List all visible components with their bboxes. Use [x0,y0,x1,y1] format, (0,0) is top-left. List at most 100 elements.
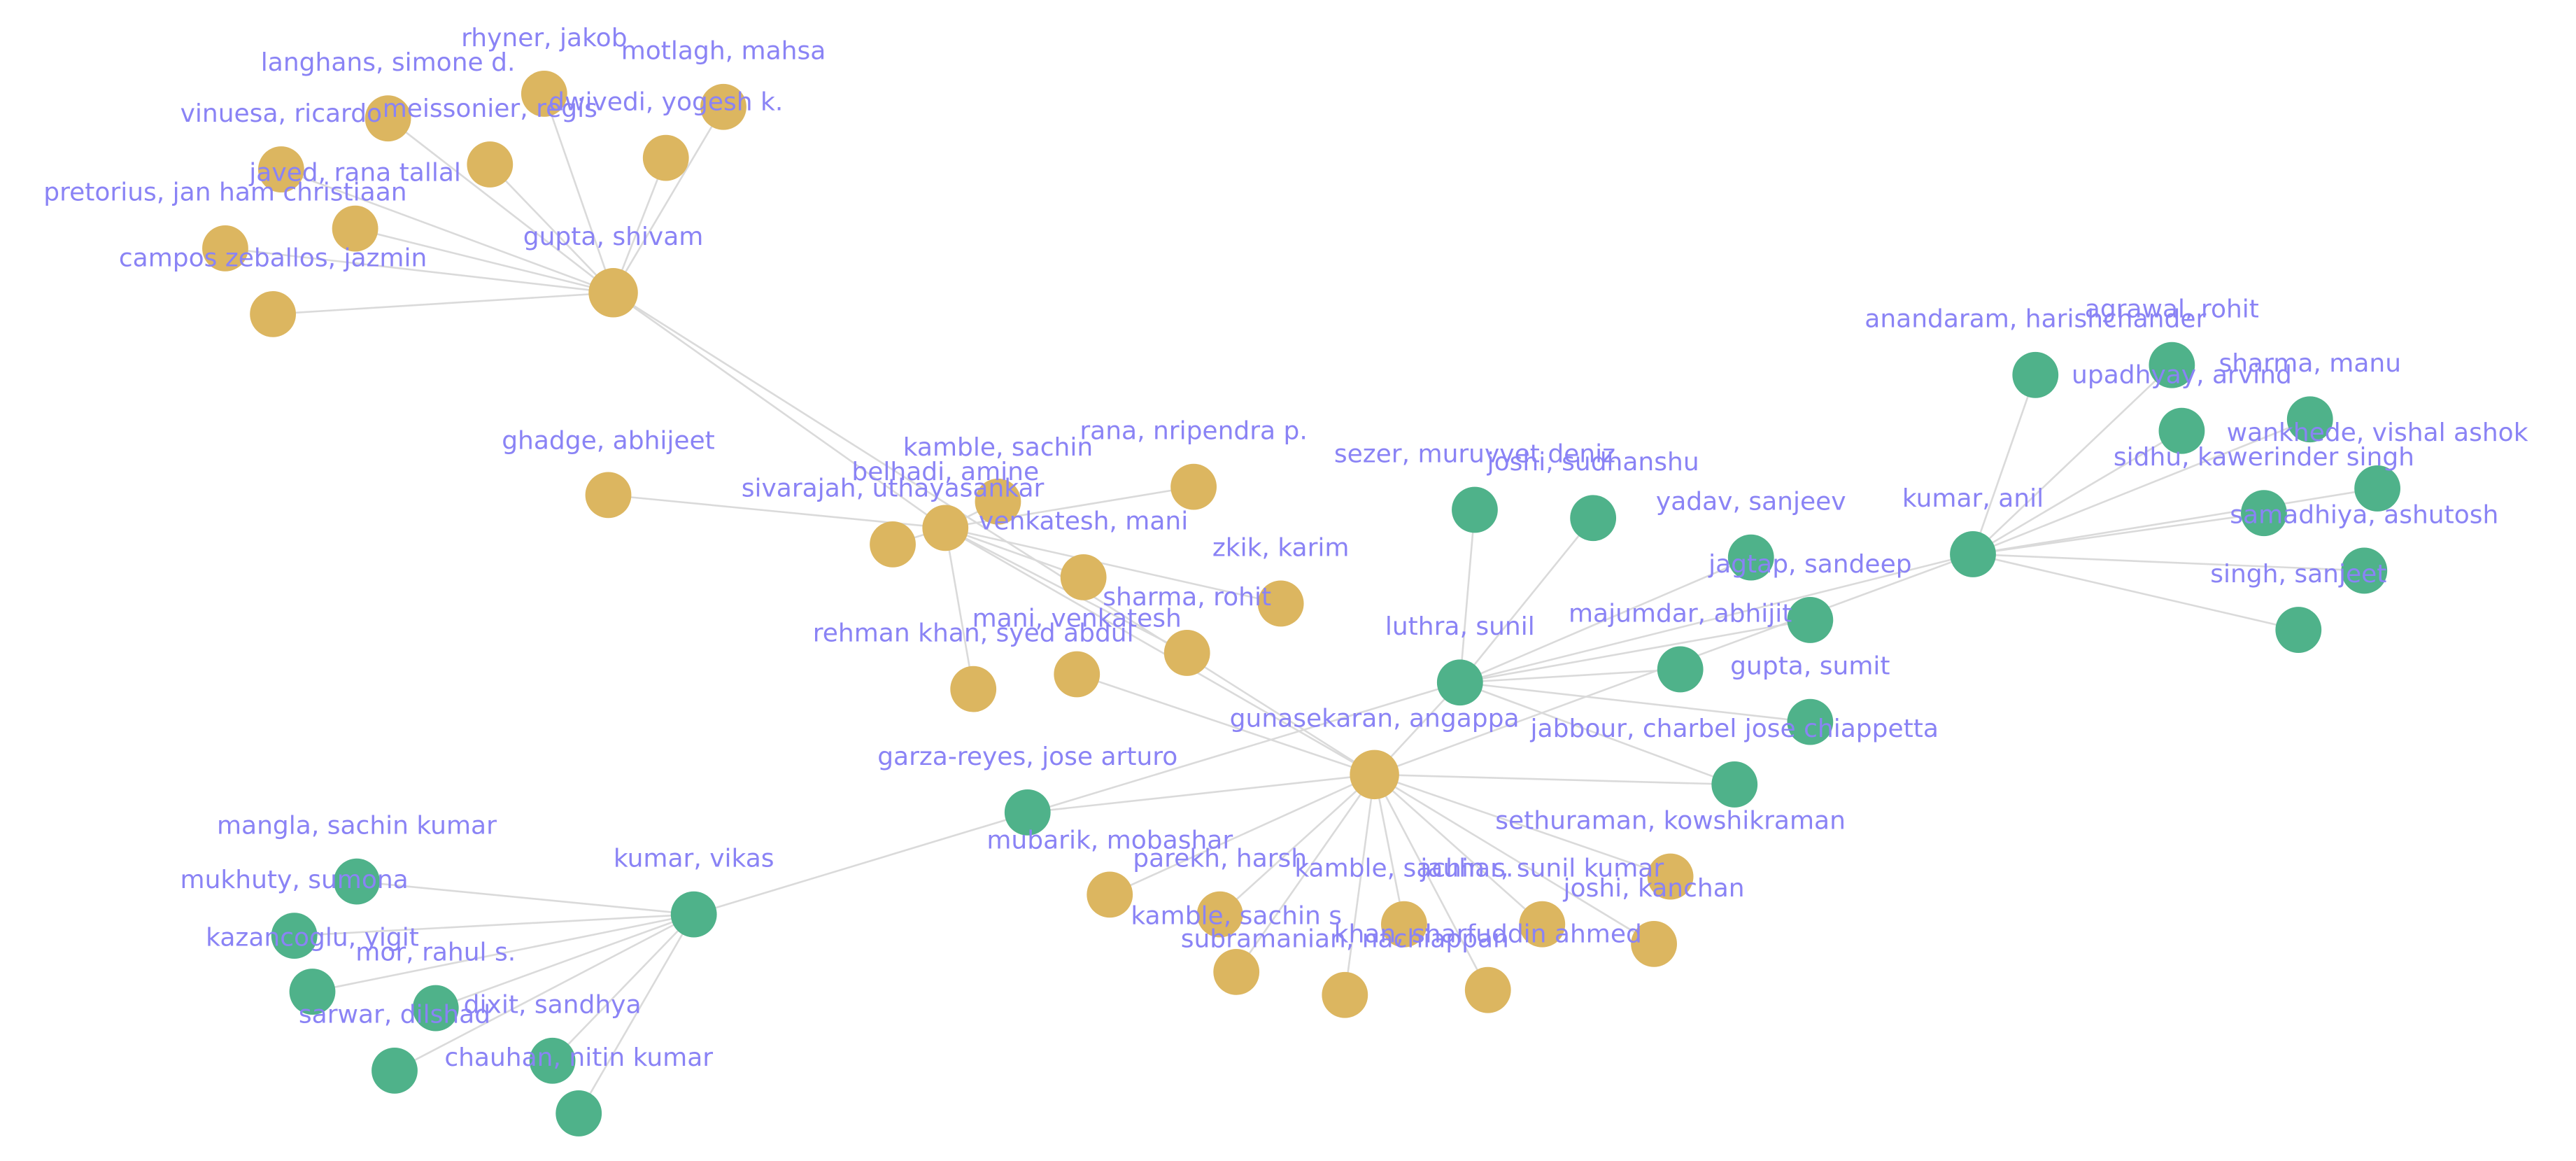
node-label-sethuraman: sethuraman, kowshikraman [1495,806,1846,835]
node-sarwar[interactable] [371,1047,418,1094]
node-yadav[interactable] [1727,534,1774,581]
node-sharma_manu[interactable] [2286,396,2333,443]
node-label-kumar_anil: kumar, anil [1902,484,2044,513]
node-dwivedi[interactable] [642,134,689,181]
edge-luthra-sezer [1459,509,1476,683]
node-mukhuty[interactable] [271,913,318,959]
node-dixit[interactable] [529,1037,576,1084]
node-chauhan[interactable] [555,1090,602,1137]
node-rhyner[interactable] [521,71,567,117]
node-kamble_sachin_s[interactable] [1213,948,1260,995]
edge-kumar_anil-wankhede [1972,487,2378,556]
node-rehman[interactable] [950,666,997,712]
node-upadhyay[interactable] [2158,407,2205,454]
node-jagtap[interactable] [1787,597,1834,643]
node-label-rehman: rehman khan, syed abdul [813,619,1134,648]
node-ghadge[interactable] [585,472,632,519]
edge-kumar_vikas-mor [435,913,695,1009]
node-joshi_kanchan[interactable] [1631,921,1678,967]
node-parekh[interactable] [1196,891,1243,938]
node-label-rana: rana, nripendra p. [1080,416,1308,445]
node-label-mor: mor, rahul s. [355,938,516,966]
node-jauhar[interactable] [1519,901,1566,948]
node-campos[interactable] [250,290,296,337]
node-label-campos: campos zeballos, jazmin [119,244,427,273]
node-gupta_sumit[interactable] [1787,698,1834,745]
node-mor[interactable] [412,985,459,1032]
node-label-khan_sharfuddin: khan, sharfuddin ahmed [1334,920,1642,949]
node-label-dixit: dixit, sandhya [464,991,642,1020]
node-label-upadhyay: upadhyay, arvind [2072,361,2292,390]
node-mani_venkatesh[interactable] [1054,651,1101,698]
edge-gupta_shivam-campos [273,292,614,316]
node-wankhede[interactable] [2354,465,2401,512]
node-sivarajah[interactable] [870,521,916,568]
node-sethuraman[interactable] [1647,853,1694,900]
edge-gupta_shivam-rhyner [543,93,614,293]
edge-luthra-yadav [1459,556,1752,684]
node-gunasekaran[interactable] [1350,750,1399,800]
node-kumar_anil[interactable] [1950,531,1996,577]
edge-luthra-joshi_sudhanshu [1459,517,1594,684]
edge-luthra-jabbour [1459,682,1735,786]
node-label-kazancoglu: kazancoglu, yigit [206,923,419,952]
edge-kumar_vikas-kazancoglu [312,913,694,993]
node-venkatesh[interactable] [1060,554,1107,600]
node-zkik[interactable] [1257,580,1304,627]
node-label-gupta_sumit: gupta, sumit [1730,652,1890,681]
node-label-javed: javed, rana tallal [248,159,461,188]
node-langhans[interactable] [365,95,411,142]
node-mangla[interactable] [334,858,380,905]
node-anandaram[interactable] [2012,351,2059,398]
node-label-gunasekaran: gunasekaran, angappa [1230,705,1520,733]
node-label-sivarajah: sivarajah, uthayasankar [742,474,1045,503]
node-belhadi[interactable] [922,505,969,551]
node-kamble_sachin_s2[interactable] [1381,901,1427,948]
edge-gunasekaran-khan_sharfuddin [1373,774,1489,991]
node-label-sarwar: sarwar, dilshad [299,1001,490,1029]
node-sezer[interactable] [1452,486,1498,533]
node-singh[interactable] [2275,607,2322,653]
node-jabbour[interactable] [1711,761,1758,808]
node-rana[interactable] [1170,463,1217,510]
edge-gunasekaran-parekh [1219,773,1375,915]
node-kazancoglu[interactable] [289,969,336,1015]
node-label-mukhuty: mukhuty, sumona [181,866,409,894]
node-pretorius[interactable] [202,225,248,272]
edge-kumar_anil-samadhiya [1972,553,2365,572]
edge-gunasekaran-kamble_sachin_s2 [1373,774,1406,924]
node-subramanian[interactable] [1322,971,1368,1018]
node-mubarik[interactable] [1087,871,1133,918]
edge-kumar_vikas-chauhan [578,913,695,1114]
node-vinuesa[interactable] [257,146,304,192]
edge-gunasekaran-kamble_sachin_s [1236,774,1375,973]
node-label-agrawal: agrawal, rohit [2085,295,2259,324]
edge-gupta_shivam-langhans [387,118,614,294]
node-majumdar[interactable] [1657,646,1704,693]
node-agrawal[interactable] [2149,342,2195,388]
edge-gunasekaran-mubarik [1109,773,1375,896]
node-sharma_rohit[interactable] [1163,630,1210,676]
node-label-gupta_shivam: gupta, shivam [523,223,704,251]
node-label-chauhan: chauhan, nitin kumar [444,1043,713,1072]
node-label-mangla: mangla, sachin kumar [217,811,497,840]
node-label-kumar_vikas: kumar, vikas [614,844,774,873]
node-meissonier[interactable] [467,141,514,188]
node-joshi_sudhanshu[interactable] [1570,495,1617,542]
node-gupta_shivam[interactable] [588,268,638,318]
node-kamble_sachin[interactable] [975,478,1021,525]
node-khan_sharfuddin[interactable] [1464,966,1511,1013]
node-sidhu[interactable] [2241,490,2287,537]
node-motlagh[interactable] [700,83,746,130]
node-label-rhyner: rhyner, jakob [461,24,627,52]
node-kumar_vikas[interactable] [670,891,717,938]
edge-gupta_shivam-pretorius [225,247,614,294]
node-luthra[interactable] [1436,659,1483,706]
node-label-parekh: parekh, harsh [1133,844,1307,873]
node-garza[interactable] [1004,789,1051,836]
node-javed[interactable] [332,205,378,252]
edge-kumar_anil-sharma_manu [1972,418,2311,556]
node-samadhiya[interactable] [2341,547,2388,594]
node-label-kamble_sachin_s: kamble, sachin s [1131,902,1342,931]
edge-belhadi-rehman [944,528,975,689]
